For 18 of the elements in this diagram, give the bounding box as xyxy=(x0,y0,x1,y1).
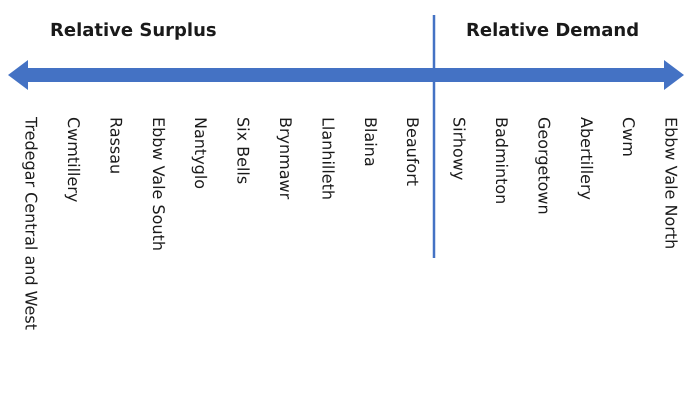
place-label: Nantyglo xyxy=(192,117,210,190)
place-label: Rassau xyxy=(106,117,124,174)
place-label: Brynmawr xyxy=(276,117,294,200)
place-label: Ebbw Vale South xyxy=(149,117,167,251)
place-label: Tredegar Central and West xyxy=(22,117,40,330)
place-label: Blaina xyxy=(361,117,379,167)
place-label: Ebbw Vale North xyxy=(662,117,680,250)
place-label: Six Bells xyxy=(234,117,252,184)
place-label: Cwm xyxy=(620,117,638,157)
place-label: Sirhowy xyxy=(450,117,468,180)
place-label: Badminton xyxy=(492,117,510,204)
place-label: Georgetown xyxy=(534,117,552,215)
place-label: Cwmtillery xyxy=(64,117,82,202)
axis-heading: Relative Surplus xyxy=(50,20,217,41)
place-label: Llanhilleth xyxy=(318,117,336,200)
axis-heading: Relative Demand xyxy=(466,20,640,41)
place-label: Abertillery xyxy=(577,117,595,200)
place-label: Beaufort xyxy=(404,117,422,186)
